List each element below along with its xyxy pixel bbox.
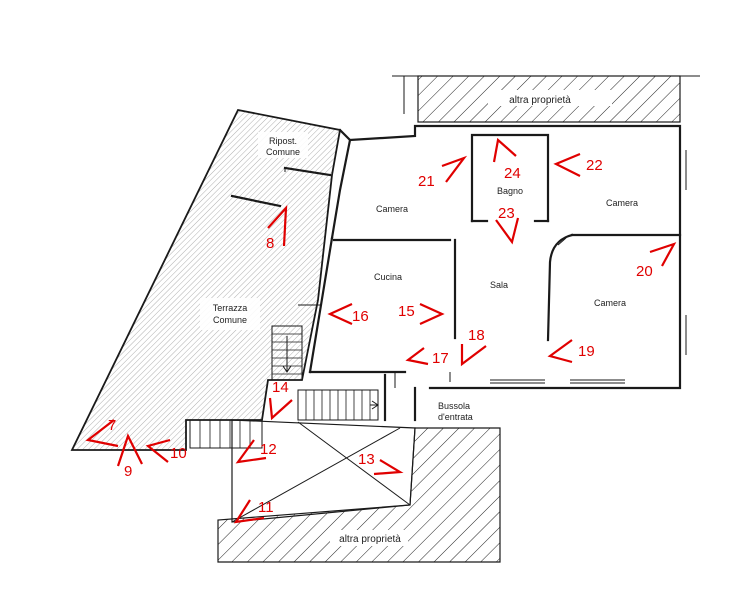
- viewpoint-9-label: 9: [124, 463, 132, 480]
- viewpoint-15-label: 15: [398, 303, 415, 320]
- viewpoint-24-label: 24: [504, 165, 521, 182]
- viewpoint-11-label: 11: [258, 499, 274, 516]
- terrazza-area: Terrazza Comune: [70, 108, 342, 451]
- viewpoint-7-label: 7: [108, 417, 116, 434]
- room-camera-right: Camera: [606, 198, 638, 208]
- interior-walls: [298, 133, 682, 382]
- ripostiglio: Ripost. Comune: [230, 132, 332, 208]
- viewpoint-19-label: 19: [578, 343, 595, 360]
- room-bagno: Bagno: [497, 186, 523, 196]
- entrance-stairs: Bussola d'entrata: [189, 325, 496, 449]
- viewpoint-21-label: 21: [418, 173, 435, 190]
- viewpoint-15[interactable]: 15: [398, 302, 445, 326]
- viewpoint-11[interactable]: 11: [233, 499, 274, 524]
- viewpoint-19[interactable]: 19: [547, 339, 595, 364]
- viewpoint-14[interactable]: 14: [268, 379, 293, 421]
- bussola-label-2: d'entrata: [438, 412, 473, 422]
- viewpoint-21[interactable]: 21: [418, 155, 468, 190]
- viewpoint-23[interactable]: 23: [495, 205, 520, 245]
- viewpoint-14-label: 14: [272, 379, 289, 396]
- viewpoint-13-label: 13: [358, 451, 375, 468]
- viewpoint-16[interactable]: 16: [327, 302, 369, 326]
- courtyard: [231, 419, 416, 523]
- terrazza-label-2: Comune: [213, 315, 247, 325]
- viewpoint-8-label: 8: [266, 235, 274, 252]
- viewpoint-18[interactable]: 18: [460, 327, 487, 367]
- viewpoint-12-label: 12: [260, 441, 277, 458]
- viewpoint-markers: 7 8 9 10 11 12 13 14: [85, 137, 677, 524]
- viewpoint-16-label: 16: [352, 308, 369, 325]
- room-camera-bottom: Camera: [594, 298, 626, 308]
- apartment-walls: [308, 124, 687, 390]
- viewpoint-22-label: 22: [586, 157, 603, 174]
- viewpoint-20-label: 20: [636, 263, 653, 280]
- room-camera-left: Camera: [376, 204, 408, 214]
- viewpoint-8[interactable]: 8: [266, 204, 288, 252]
- ripostiglio-label-1: Ripost.: [269, 136, 297, 146]
- viewpoint-23-label: 23: [498, 205, 515, 222]
- viewpoint-10[interactable]: 10: [145, 438, 187, 463]
- viewpoint-18-label: 18: [468, 327, 485, 344]
- viewpoint-20[interactable]: 20: [636, 242, 677, 280]
- altra-proprieta-bottom-label: altra proprietà: [339, 534, 401, 545]
- room-cucina: Cucina: [374, 272, 402, 282]
- ripostiglio-label-2: Comune: [266, 147, 300, 157]
- viewpoint-13[interactable]: 13: [358, 451, 404, 476]
- altra-proprieta-top: altra proprietà: [392, 75, 700, 123]
- viewpoint-17-label: 17: [432, 350, 449, 367]
- altra-proprieta-top-label: altra proprietà: [509, 95, 571, 106]
- terrazza-label-1: Terrazza: [213, 303, 248, 313]
- bussola-label-1: Bussola: [438, 401, 470, 411]
- viewpoint-22[interactable]: 22: [553, 152, 603, 177]
- viewpoint-7[interactable]: 7: [85, 417, 119, 448]
- viewpoint-24[interactable]: 24: [492, 137, 521, 182]
- viewpoint-12[interactable]: 12: [235, 439, 277, 464]
- viewpoint-10-label: 10: [170, 445, 187, 462]
- room-sala: Sala: [490, 280, 508, 290]
- viewpoint-9[interactable]: 9: [116, 433, 143, 480]
- viewpoint-17[interactable]: 17: [405, 347, 449, 367]
